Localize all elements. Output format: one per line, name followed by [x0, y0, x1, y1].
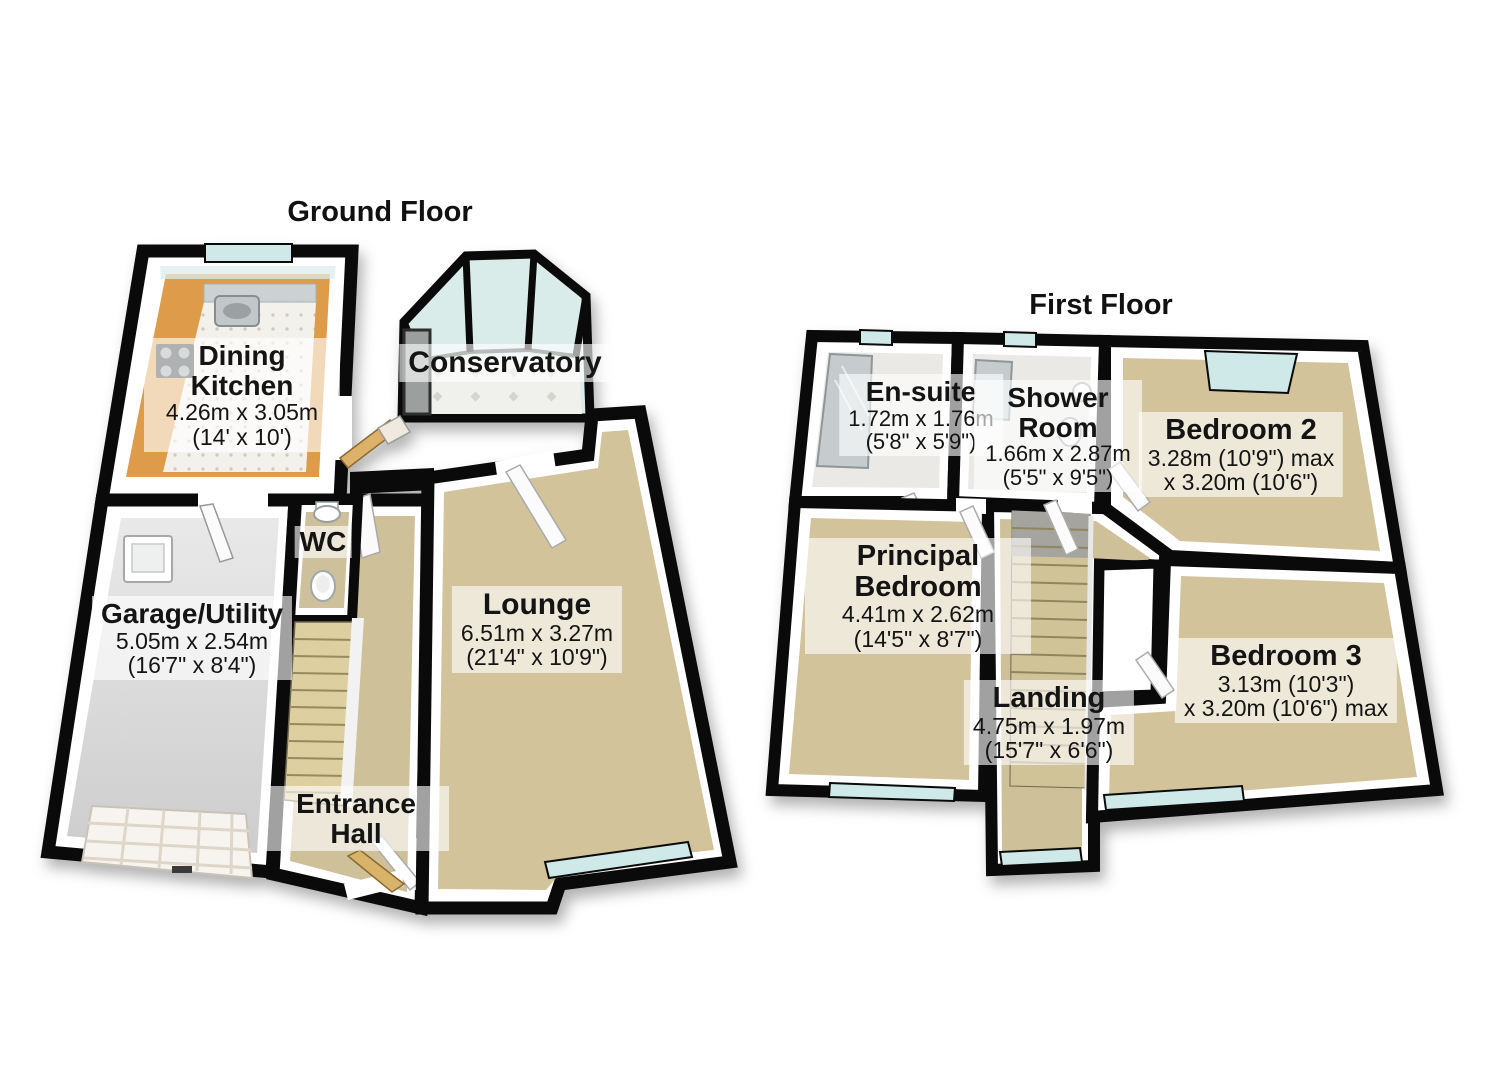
conservatory-shape — [397, 249, 595, 423]
room-dim-line1: 3.28m (10'9") max — [1147, 444, 1335, 471]
landing-window — [998, 846, 1084, 868]
room-name: Conservatory — [408, 346, 602, 379]
room-label-bedroom3: Bedroom 3 3.13m (10'3") x 3.20m (10'6") … — [1174, 638, 1398, 724]
room-name: Garage/Utility — [100, 598, 284, 629]
en-suite-window — [859, 328, 893, 347]
room-dim-metric: 6.51m x 3.27m — [460, 619, 614, 646]
wc-basin — [313, 505, 341, 523]
room-dim-imperial: (14' x 10') — [192, 423, 292, 450]
porch — [350, 415, 434, 494]
kitchen-ceiling-band — [160, 266, 336, 279]
room-dim-imperial: (21'4" x 10'9") — [466, 644, 608, 671]
conservatory-mullions — [400, 253, 590, 362]
shower-room-window — [1003, 330, 1037, 349]
room-dim-metric: 4.26m x 3.05m — [165, 399, 319, 426]
room-dim-metric: 4.41m x 2.62m — [841, 601, 995, 628]
room-dim-imperial: (5'8" x 5'9") — [865, 428, 977, 454]
bedroom3-door-leaf — [1134, 650, 1176, 700]
garage-internal-door-leaf — [198, 503, 234, 563]
room-label-garage-utility: Garage/Utility 5.05m x 2.54m (16'7" x 8'… — [91, 596, 293, 681]
ground-floor-title: Ground Floor — [287, 196, 473, 228]
bedroom2-window — [1203, 349, 1299, 395]
room-dim-metric: 5.05m x 2.54m — [115, 627, 269, 654]
room-name: Principal Bedroom — [854, 540, 982, 603]
room-label-dining-kitchen: Dining Kitchen 4.26m x 3.05m (14' x 10') — [144, 338, 340, 453]
room-dim-imperial: (15'7" x 6'6") — [984, 737, 1114, 764]
room-dim-line2: x 3.20m (10'6") — [1163, 469, 1319, 496]
porch-wall — [350, 468, 434, 494]
room-name: Bedroom 3 — [1210, 640, 1362, 672]
wc-toilet-seat — [316, 575, 330, 593]
room-label-lounge: Lounge 6.51m x 3.27m (21'4" x 10'9") — [451, 586, 623, 673]
room-name: Bedroom 2 — [1165, 414, 1317, 446]
kitchen-sink-basin — [223, 303, 251, 319]
garage-utility-shape — [40, 493, 302, 880]
front-door-leaf — [346, 849, 406, 893]
room-dim-imperial: (14'5" x 8'7") — [853, 625, 983, 652]
utility-sink-basin — [131, 543, 165, 573]
stair-treads-ground — [285, 638, 358, 794]
garage-door-gap — [198, 493, 268, 508]
room-dim-line2: x 3.20m (10'6") max — [1183, 695, 1389, 722]
room-dim-line1: 3.13m (10'3") — [1217, 670, 1355, 697]
shower-room-door-gap — [1058, 498, 1092, 514]
room-name: En-suite — [865, 376, 977, 407]
room-dim-imperial: (16'7" x 8'4") — [127, 652, 257, 679]
room-name: Dining Kitchen — [190, 340, 294, 401]
room-label-landing: Landing 4.75m x 1.97m (15'7" x 6'6") — [963, 680, 1135, 766]
room-dim-metric: 1.66m x 2.87m — [985, 441, 1131, 467]
lounge-window — [543, 840, 694, 880]
room-label-shower-room: Shower Room 1.66m x 2.87m (5'5" x 9'5") — [974, 380, 1142, 492]
room-dim-metric: 4.75m x 1.97m — [972, 712, 1126, 739]
shower-room-door-leaf — [1043, 499, 1079, 557]
garage-door-handle — [172, 866, 192, 873]
garage-door-panels — [83, 807, 253, 875]
room-label-bedroom2: Bedroom 2 3.28m (10'9") max x 3.20m (10'… — [1138, 412, 1344, 498]
room-dim-metric: 1.72m x 1.76m — [848, 405, 994, 431]
room-name: WC — [299, 526, 347, 557]
room-name: Lounge — [482, 588, 592, 621]
room-name: Entrance Hall — [296, 788, 416, 849]
room-label-wc: WC — [294, 526, 352, 558]
conservatory-door-leaf — [504, 464, 568, 550]
kitchen-window — [204, 243, 293, 263]
first-floor-title: First Floor — [1029, 289, 1173, 321]
room-name: Landing — [992, 682, 1106, 714]
room-name: Shower Room — [1007, 382, 1109, 443]
room-dim-imperial: (5'5" x 9'5") — [1002, 464, 1114, 490]
room-label-conservatory: Conservatory — [399, 344, 611, 382]
stair-stringer — [340, 618, 364, 808]
room-label-entrance-hall: Entrance Hall — [263, 786, 449, 852]
porch-door-leaf — [376, 415, 412, 445]
principal-window — [827, 781, 957, 803]
bedroom3-window — [1102, 784, 1246, 812]
room-label-principal-bedroom: Principal Bedroom 4.41m x 2.62m (14'5" x… — [805, 538, 1031, 655]
